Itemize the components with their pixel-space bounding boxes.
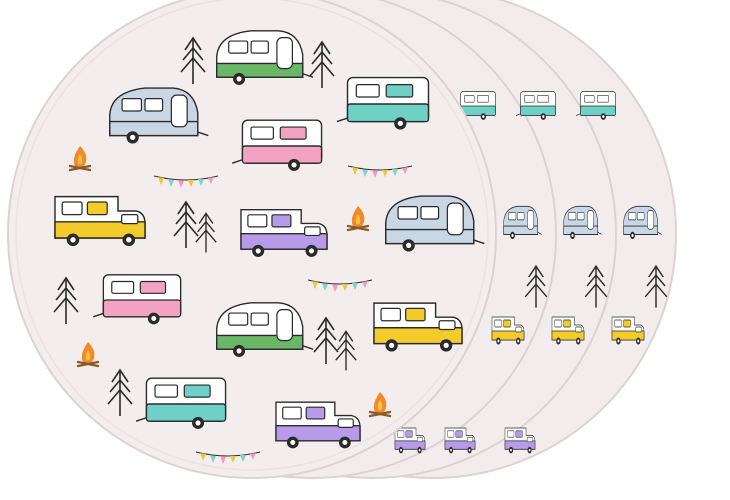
camper-icon	[231, 119, 323, 172]
camper-icon	[336, 76, 430, 131]
camper-icon	[135, 377, 227, 430]
plate-rim	[15, 0, 489, 471]
camper-icon	[92, 274, 182, 326]
